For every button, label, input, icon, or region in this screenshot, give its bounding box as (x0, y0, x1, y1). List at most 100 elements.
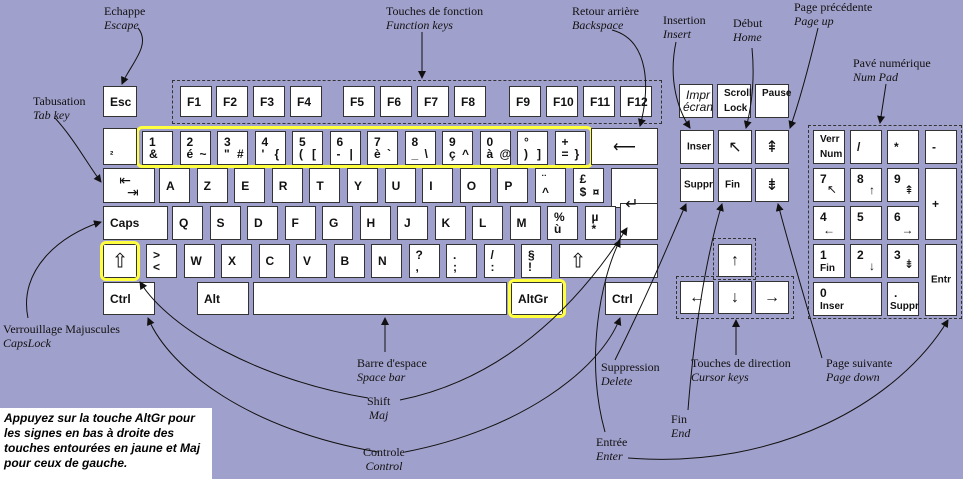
arrow-right-key[interactable]: → (755, 281, 789, 314)
numpad-8-key[interactable]: 8↑ (850, 168, 882, 202)
key-¨[interactable]: ¨^ (535, 168, 566, 203)
key-W[interactable]: W (183, 244, 215, 278)
escape-key[interactable]: Esc (103, 86, 137, 117)
alt-key[interactable]: Alt (197, 282, 249, 315)
right-shift-key[interactable]: ⇧ (559, 244, 658, 278)
page-up-key[interactable]: ⇞ (755, 130, 789, 164)
numpad-minus-key[interactable]: - (925, 130, 957, 164)
key-J[interactable]: J (397, 206, 428, 240)
key-Y[interactable]: Y (347, 168, 378, 203)
key-+[interactable]: +=} (554, 131, 586, 165)
key-µ[interactable]: µ* (584, 206, 616, 240)
key-V[interactable]: V (296, 244, 327, 278)
f12-key[interactable]: F12 (620, 86, 652, 117)
key-1[interactable]: 1& (142, 131, 173, 165)
f10-key[interactable]: F10 (546, 86, 578, 117)
numpad-multiply-key[interactable]: * (887, 130, 919, 164)
key-?[interactable]: ?, (408, 244, 440, 278)
arrow-left-key[interactable]: ← (680, 281, 714, 314)
arrow-down-key[interactable]: ↓ (718, 281, 752, 314)
backspace-key[interactable]: ⟵ (591, 128, 658, 165)
caps-lock-key[interactable]: Caps (103, 206, 168, 240)
enter-key-top[interactable] (611, 168, 658, 208)
numpad-plus-key[interactable]: + (925, 168, 957, 240)
delete-key[interactable]: Suppr (680, 168, 714, 202)
key-D[interactable]: D (247, 206, 278, 240)
numpad-2-key[interactable]: 2↓ (850, 244, 882, 278)
key-8[interactable]: 8_\ (404, 131, 436, 165)
f4-key[interactable]: F4 (290, 86, 322, 117)
key-T[interactable]: T (309, 168, 341, 203)
numpad-6-key[interactable]: 6→ (887, 206, 919, 240)
f7-key[interactable]: F7 (417, 86, 449, 117)
key-P[interactable]: P (497, 168, 529, 203)
insert-key[interactable]: Inser (680, 130, 714, 164)
key-6[interactable]: 6-| (329, 131, 361, 165)
key-C[interactable]: C (258, 244, 290, 278)
home-key[interactable]: ↖ (718, 130, 752, 164)
numpad-4-key[interactable]: 4← (813, 206, 845, 240)
arrow-up-key[interactable]: ↑ (718, 244, 752, 277)
key-S[interactable]: S (209, 206, 241, 240)
left-ctrl-key[interactable]: Ctrl (103, 282, 155, 315)
key-U[interactable]: U (384, 168, 416, 203)
key-Z[interactable]: Z (196, 168, 228, 203)
f8-key[interactable]: F8 (454, 86, 486, 117)
f9-key[interactable]: F9 (509, 86, 541, 117)
key-X[interactable]: X (221, 244, 252, 278)
space-bar[interactable] (253, 282, 507, 315)
f3-key[interactable]: F3 (253, 86, 285, 117)
numpad-divide-key[interactable]: / (850, 130, 882, 164)
key-M[interactable]: M (509, 206, 541, 240)
key-L[interactable]: L (472, 206, 503, 240)
key-£[interactable]: £$¤ (572, 168, 604, 203)
superscript-two-key[interactable]: ² (103, 128, 137, 165)
key-F[interactable]: F (284, 206, 316, 240)
key-O[interactable]: O (459, 168, 491, 203)
key-3[interactable]: 3"# (217, 131, 248, 165)
numpad-9-key[interactable]: 9⇞ (887, 168, 919, 202)
f1-key[interactable]: F1 (180, 86, 212, 117)
key-§[interactable]: §! (521, 244, 552, 278)
key-%[interactable]: %ù (547, 206, 578, 240)
f2-key[interactable]: F2 (216, 86, 248, 117)
key-B[interactable]: B (333, 244, 365, 278)
f11-key[interactable]: F11 (583, 86, 615, 117)
key-Q[interactable]: Q (172, 206, 203, 240)
key-°[interactable]: °)] (517, 131, 548, 165)
numpad-enter-key[interactable]: Entr (925, 244, 957, 316)
numpad-3-key[interactable]: 3⇟ (887, 244, 919, 278)
key-E[interactable]: E (234, 168, 266, 203)
page-down-key[interactable]: ⇟ (755, 168, 789, 202)
key-/[interactable]: /: (483, 244, 515, 278)
altgr-key[interactable]: AltGr (511, 282, 563, 315)
numpad-7-key[interactable]: 7↘ (813, 168, 845, 202)
key-4[interactable]: 4'{ (254, 131, 286, 165)
f5-key[interactable]: F5 (343, 86, 375, 117)
numpad-dot-key[interactable]: .Suppr (887, 282, 919, 316)
key-A[interactable]: A (159, 168, 190, 203)
tab-key[interactable]: ⇤ ⇥ (103, 168, 155, 203)
key-H[interactable]: H (359, 206, 391, 240)
key->[interactable]: >< (146, 244, 177, 278)
key-K[interactable]: K (434, 206, 466, 240)
key-5[interactable]: 5([ (292, 131, 323, 165)
key-I[interactable]: I (422, 168, 454, 203)
left-shift-key[interactable]: ⇧ (103, 244, 137, 278)
numpad-5-key[interactable]: 5 (850, 206, 882, 240)
pause-key[interactable]: Pause (755, 84, 791, 118)
key-N[interactable]: N (371, 244, 402, 278)
end-key[interactable]: Fin (718, 168, 752, 202)
key-.[interactable]: .; (446, 244, 477, 278)
key-R[interactable]: R (271, 168, 303, 203)
key-G[interactable]: G (322, 206, 353, 240)
